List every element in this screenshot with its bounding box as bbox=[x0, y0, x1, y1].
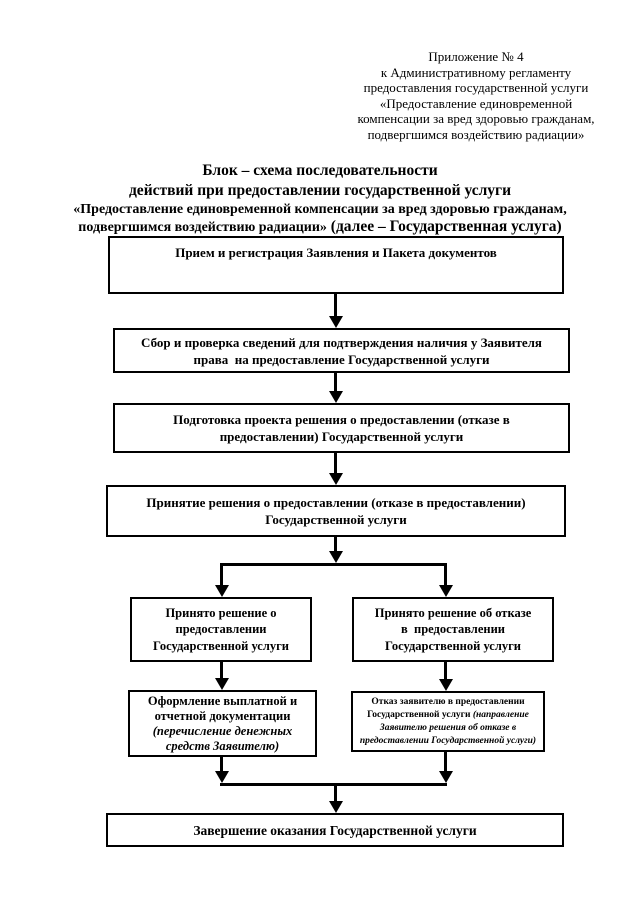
flow-box-draft-decision: Подготовка проекта решения о предоставле… bbox=[113, 403, 570, 453]
arrowhead-down-icon bbox=[329, 391, 343, 403]
flow-connector-1 bbox=[334, 294, 337, 317]
flow-box-payment-docs-note: (перечисление денежных средств Заявителю… bbox=[152, 723, 293, 753]
flow-connector-left bbox=[220, 662, 223, 679]
flow-box-payment-docs: Оформление выплатной и отчетной документ… bbox=[128, 690, 317, 757]
flowchart-title-sub-quote: «Предоставление единовременной компенсац… bbox=[73, 202, 567, 235]
flow-box-refused-label: Принято решение об отказе в предоставлен… bbox=[374, 605, 532, 653]
flow-box-reception-label: Прием и регистрация Заявления и Пакета д… bbox=[175, 245, 497, 260]
flow-box-verification: Сбор и проверка сведений для подтвержден… bbox=[113, 328, 570, 373]
flow-box-completion: Завершение оказания Государственной услу… bbox=[106, 813, 564, 847]
flowchart-title-sub-alias: (далее – Государственная услуга) bbox=[326, 217, 562, 235]
arrowhead-down-icon bbox=[215, 771, 229, 783]
flow-branch-bar bbox=[220, 563, 447, 566]
arrowhead-down-icon bbox=[329, 473, 343, 485]
flow-connector-right bbox=[444, 662, 447, 680]
arrowhead-down-icon bbox=[329, 801, 343, 813]
flow-box-refusal-notice-main: Отказ заявителю в предоставлении Государ… bbox=[367, 696, 525, 720]
arrowhead-down-icon bbox=[439, 585, 453, 597]
flow-box-draft-decision-label: Подготовка проекта решения о предоставле… bbox=[173, 412, 510, 444]
flow-box-refused: Принято решение об отказе в предоставлен… bbox=[352, 597, 554, 662]
flow-connector-final bbox=[334, 786, 337, 802]
flow-box-payment-docs-label: Оформление выплатной и отчетной документ… bbox=[148, 694, 297, 754]
flowchart-title-main: Блок – схема последовательности действий… bbox=[128, 162, 512, 199]
flow-box-decision-label: Принятие решения о предоставлении (отказ… bbox=[146, 495, 526, 527]
flow-connector-3 bbox=[334, 453, 337, 474]
flow-merge-right-stub bbox=[444, 752, 447, 772]
flow-box-approved: Принято решение о предоставлении Государ… bbox=[130, 597, 312, 662]
flow-branch-right-stub bbox=[444, 566, 447, 586]
flow-box-refusal-notice: Отказ заявителю в предоставлении Государ… bbox=[351, 691, 545, 752]
flow-connector-4 bbox=[334, 537, 337, 552]
flow-box-payment-docs-main: Оформление выплатной и отчетной документ… bbox=[147, 693, 298, 723]
flowchart-title: Блок – схема последовательности действий… bbox=[18, 161, 622, 236]
flow-box-decision: Принятие решения о предоставлении (отказ… bbox=[106, 485, 566, 537]
flow-branch-left-stub bbox=[220, 566, 223, 586]
flow-connector-2 bbox=[334, 373, 337, 392]
appendix-note: Приложение № 4 к Административному регла… bbox=[357, 49, 595, 142]
arrowhead-down-icon bbox=[439, 679, 453, 691]
flowchart-title-sub: «Предоставление единовременной компенсац… bbox=[18, 202, 622, 236]
arrowhead-down-icon bbox=[215, 585, 229, 597]
flow-merge-bar bbox=[220, 783, 447, 786]
arrowhead-down-icon bbox=[215, 678, 229, 690]
arrowhead-down-icon bbox=[329, 316, 343, 328]
flow-box-verification-label: Сбор и проверка сведений для подтвержден… bbox=[141, 334, 542, 367]
flow-box-refusal-notice-note: (направление Заявителю решения об отказе… bbox=[359, 709, 537, 746]
arrowhead-down-icon bbox=[329, 551, 343, 563]
flow-box-refusal-notice-label: Отказ заявителю в предоставлении Государ… bbox=[360, 696, 536, 748]
flow-box-completion-label: Завершение оказания Государственной услу… bbox=[193, 822, 477, 838]
flow-merge-left-stub bbox=[220, 757, 223, 772]
flow-box-reception: Прием и регистрация Заявления и Пакета д… bbox=[108, 236, 564, 294]
flow-box-approved-label: Принято решение о предоставлении Государ… bbox=[153, 605, 289, 653]
arrowhead-down-icon bbox=[439, 771, 453, 783]
